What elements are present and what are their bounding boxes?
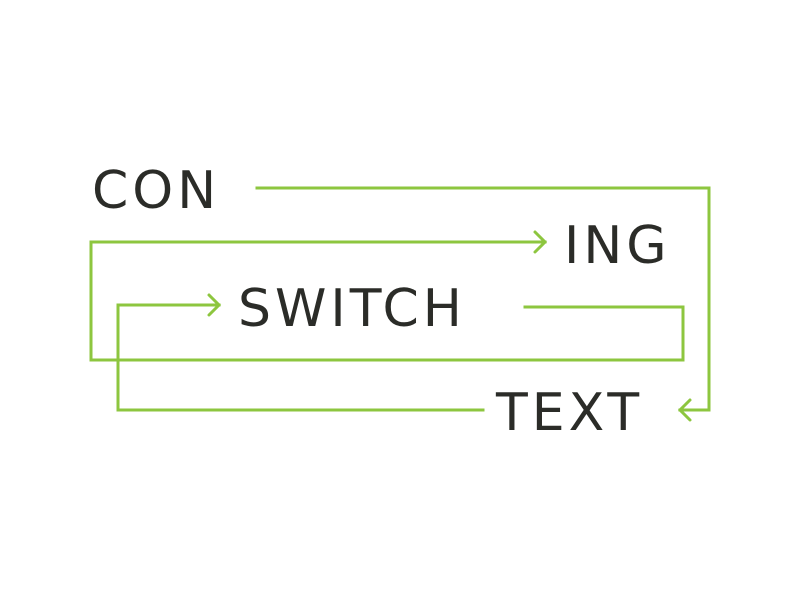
word-con: CON [92, 161, 220, 221]
word-text: TEXT [495, 383, 643, 443]
arrowhead-into-ing [533, 230, 548, 254]
arrowhead-into-switch [207, 293, 222, 317]
word-switch: SWITCH [238, 279, 466, 339]
connector-text-to-switch [116, 303, 485, 412]
word-ing: ING [564, 216, 671, 276]
connector-con-to-text [255, 186, 711, 412]
arrowhead-into-text [677, 398, 692, 422]
